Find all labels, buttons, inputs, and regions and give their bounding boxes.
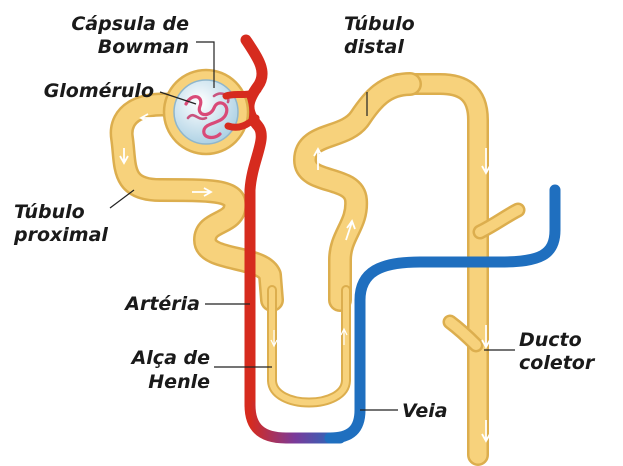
label-capsula-de-bowman-line1: Cápsula de	[71, 13, 189, 35]
label-tubulo-distal-line2: distal	[344, 36, 404, 58]
label-tubulo-proximal-line1: Túbulo	[14, 201, 85, 223]
label-arteria: Artéria	[123, 293, 200, 315]
label-veia: Veia	[402, 400, 448, 422]
bowman-capsule	[164, 70, 248, 154]
label-tubulo-proximal-line2: proximal	[13, 224, 108, 246]
label-ducto-coletor-line2: coletor	[519, 352, 596, 374]
label-ducto-coletor-line1: Ducto	[519, 329, 582, 351]
label-alca-de-henle-line1: Alça de	[130, 347, 211, 369]
label-tubulo-distal-line1: Túbulo	[344, 13, 415, 35]
label-alca-de-henle-line2: Henle	[148, 371, 210, 393]
label-glomerulo: Glomérulo	[44, 80, 154, 102]
artery	[246, 40, 340, 438]
label-capsula-de-bowman-line2: Bowman	[98, 36, 189, 58]
leader-tubulo-proximal	[110, 190, 134, 208]
